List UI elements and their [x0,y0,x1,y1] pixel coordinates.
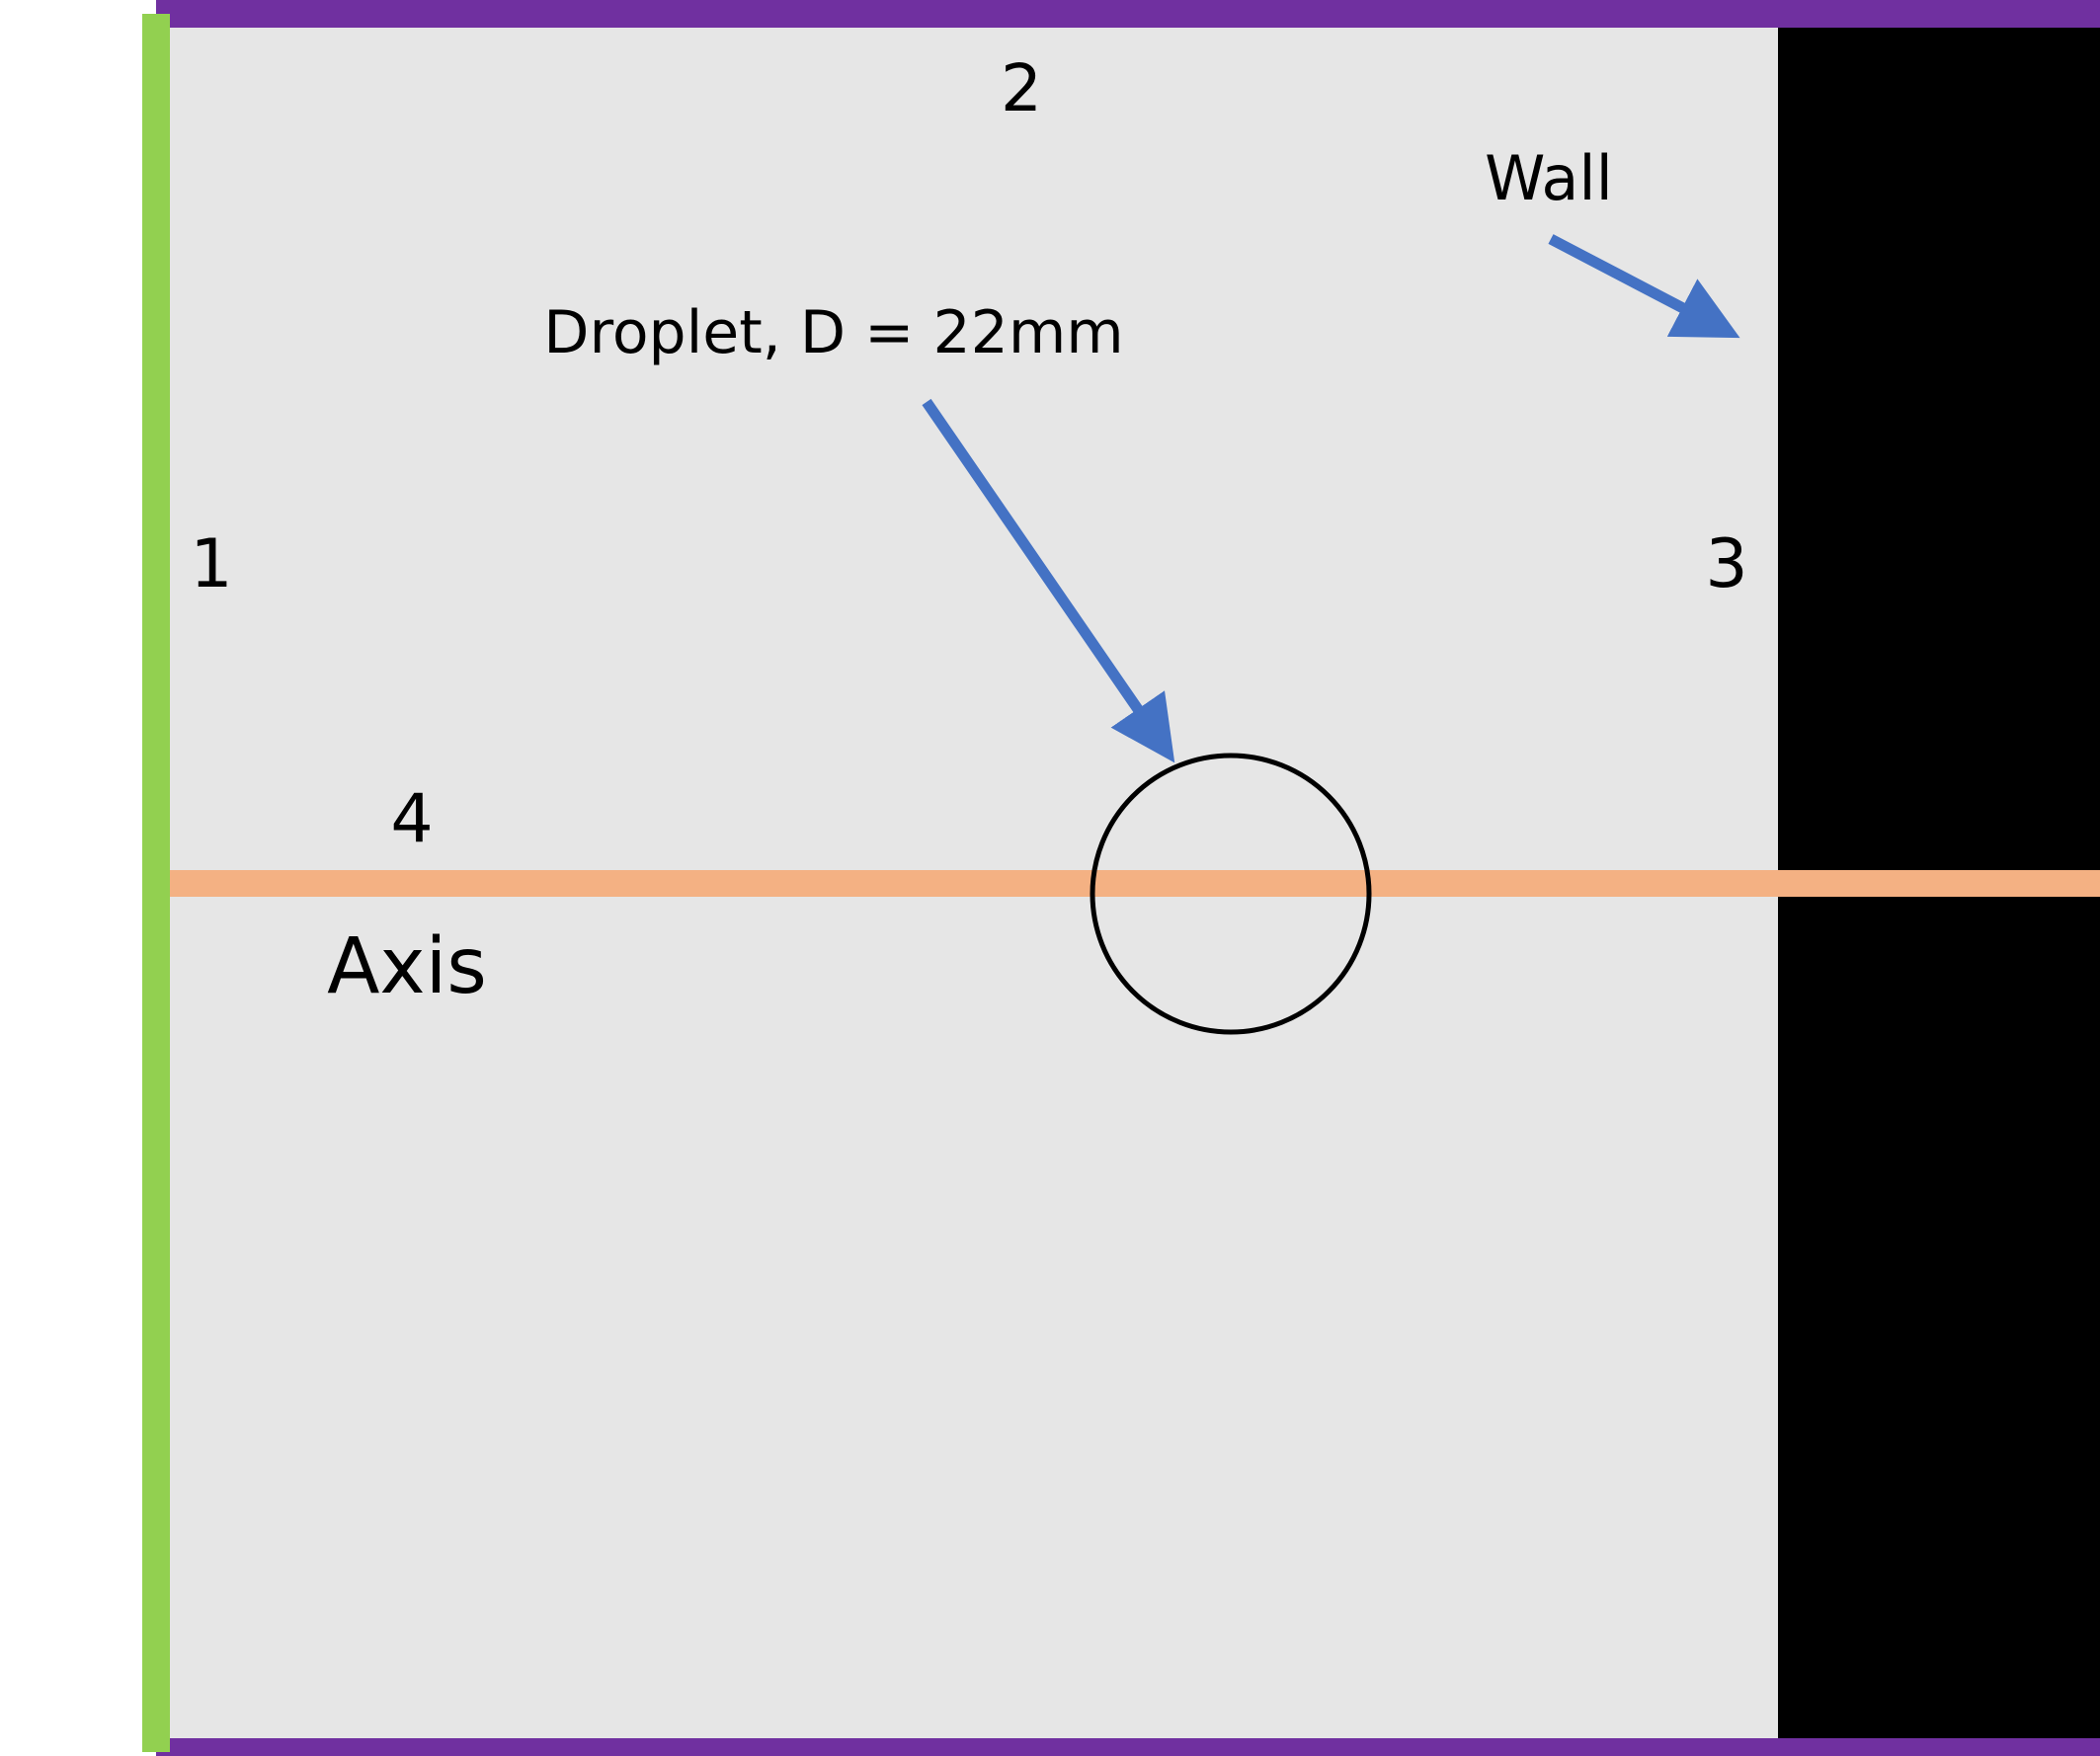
droplet-label: Droplet, D = 22mm [543,298,1123,367]
left-boundary [142,14,170,1752]
bottom-boundary [156,1738,2100,1756]
droplet-arrow [922,398,1175,763]
wall-arrow [1548,234,1740,339]
axis-label: Axis [327,922,487,1011]
boundary-label-left: 1 [190,525,232,603]
boundary-label-right: 3 [1705,525,1747,603]
wall-label: Wall [1485,142,1613,214]
top-boundary [156,0,2100,28]
boundary-label-axis: 4 [390,780,433,858]
axis-line [170,870,2100,897]
droplet-circle [1090,753,1372,1035]
boundary-label-top: 2 [1001,50,1042,126]
